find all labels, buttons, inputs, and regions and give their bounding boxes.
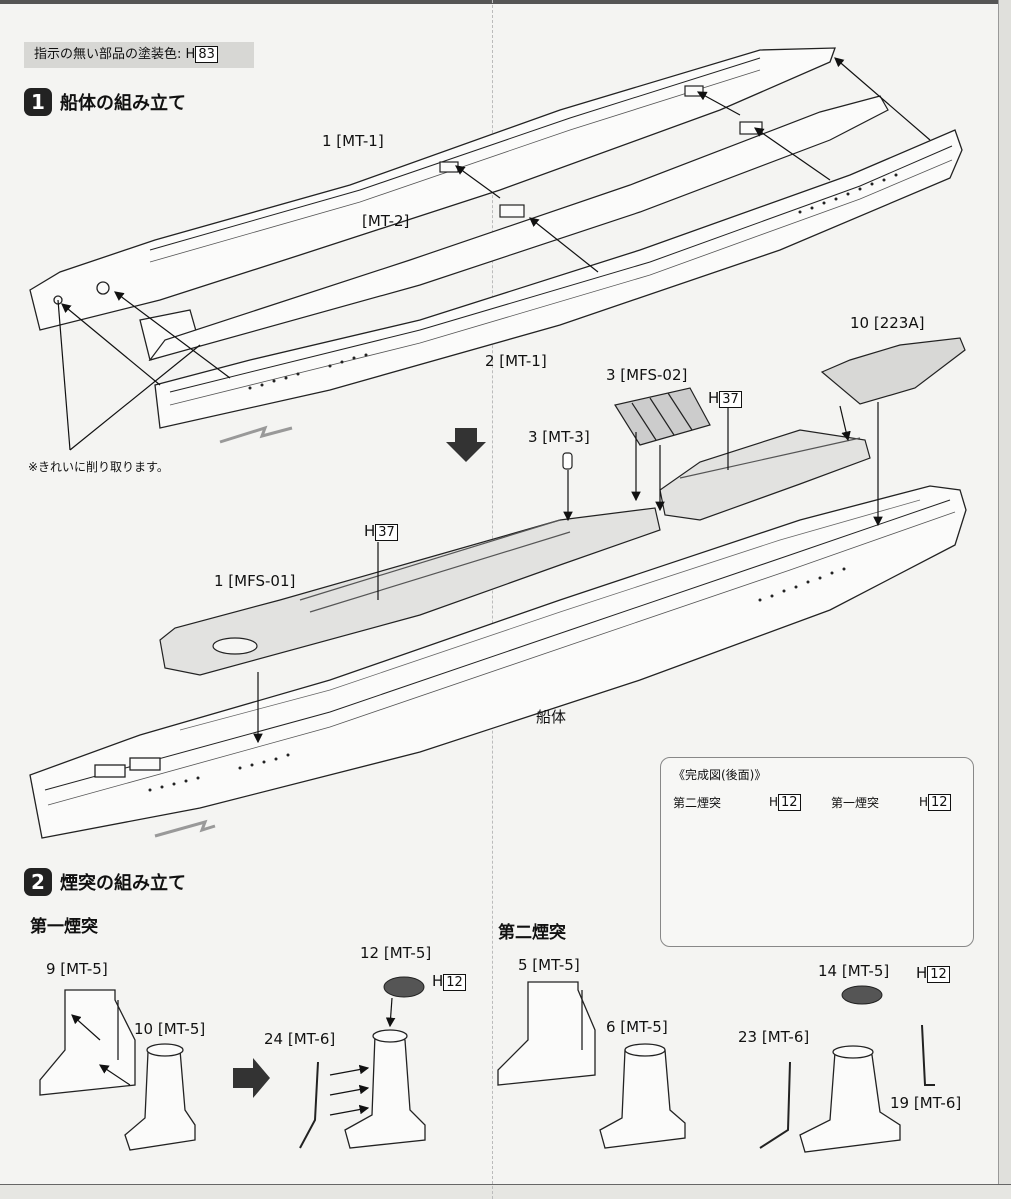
step2-arrows [71, 997, 396, 1116]
label-part-14-mt-5: 14 [MT-5] [818, 962, 890, 980]
second-funnel-part-6 [599, 1043, 686, 1149]
label-part-9-mt-5: 9 [MT-5] [46, 960, 108, 978]
color-prefix: H [916, 964, 928, 982]
label-part-12-mt-5: 12 [MT-5] [360, 944, 432, 962]
proceed-right-arrow [233, 1058, 270, 1098]
step-2-title: 煙突の組み立て [60, 873, 186, 894]
label-part-3-mt-3: 3 [MT-3] [528, 428, 590, 446]
second-funnel-part-5 [497, 981, 596, 1086]
first-funnel-part-10 [124, 1043, 196, 1151]
second-funnel-assembled [799, 1045, 901, 1153]
label-second-funnel: 第二煙突 [498, 923, 566, 943]
inner-frame-mt-2 [148, 85, 889, 362]
hull-portholes-upper [248, 173, 898, 390]
paint-note-prefix: H [185, 47, 196, 62]
slide-hint-arrow-1 [219, 425, 293, 444]
label-part-mt-2: [MT-2] [362, 212, 410, 230]
label-part-23-mt-6: 23 [MT-6] [738, 1028, 810, 1046]
paint-note-text: 指示の無い部品の塗装色: [34, 47, 182, 62]
color-prefix: H [432, 972, 444, 990]
step-2-number: 2 [24, 868, 52, 896]
color-code-h12-inset-left: 12 [778, 794, 801, 811]
color-prefix: H [364, 522, 376, 540]
page-top-border [0, 0, 1011, 4]
color-prefix: H [919, 795, 929, 809]
page-bottom-border [0, 1184, 1011, 1199]
part-24-mt-6-pipe [299, 1061, 319, 1149]
inset-label-second-funnel: 第二煙突 [673, 796, 722, 810]
slide-hint-arrow-2 [154, 819, 216, 838]
part-10-223a-deck [820, 337, 966, 405]
assembled-hull-portholes [148, 567, 846, 792]
trim-note: ※きれいに削り取ります。 [28, 460, 169, 474]
label-part-10-223a: 10 [223A] [850, 314, 925, 332]
label-part-10-mt-5: 10 [MT-5] [134, 1020, 206, 1038]
paint-note-code: 83 [195, 46, 218, 63]
part-3-mfs-02-plate [614, 387, 711, 446]
label-part-2-mt-1: 2 [MT-1] [485, 352, 547, 370]
step-1-heading: 1 船体の組み立て [24, 88, 186, 116]
color-code-h12-inset-right: 12 [928, 794, 951, 811]
label-part-6-mt-5: 6 [MT-5] [606, 1018, 668, 1036]
label-part-19-mt-6: 19 [MT-6] [890, 1094, 962, 1112]
first-funnel-assembled [344, 1029, 426, 1149]
color-code-h12-first: 12 [443, 974, 466, 991]
assembled-hull [29, 485, 967, 839]
inset-label-first-funnel: 第一煙突 [831, 796, 880, 810]
part-3-mt-3-mast [562, 452, 573, 470]
color-code-h12-second: 12 [927, 966, 950, 983]
part-12-mt-5-cap [383, 976, 425, 998]
label-part-5-mt-5: 5 [MT-5] [518, 956, 580, 974]
label-first-funnel: 第一煙突 [30, 917, 98, 937]
part-23-mt-6-pipe [759, 1061, 791, 1149]
color-code-h37-aft: 37 [719, 391, 742, 408]
inset-title: 《完成図(後面)》 [673, 768, 767, 782]
color-prefix: H [769, 795, 779, 809]
label-part-24-mt-6: 24 [MT-6] [264, 1030, 336, 1048]
step-2-heading: 2 煙突の組み立て [24, 868, 186, 896]
label-part-1-mt-1: 1 [MT-1] [322, 132, 384, 150]
deck-part-mfs-02-aft [659, 429, 871, 521]
step-1-title: 船体の組み立て [60, 93, 186, 114]
proceed-down-arrow [446, 428, 486, 462]
page-right-border [998, 0, 1011, 1199]
step1-assembly-arrows [57, 57, 931, 451]
step1-lower-arrows [253, 402, 883, 744]
part-14-mt-5-cap [841, 985, 883, 1005]
label-part-1-mfs-01: 1 [MFS-01] [214, 572, 296, 590]
hull-half-left-part-1 [29, 47, 836, 331]
color-code-h37-fore: 37 [375, 524, 398, 541]
label-part-3-mfs-02: 3 [MFS-02] [606, 366, 688, 384]
part-19-mt-6-pipe [921, 1024, 935, 1086]
step-1-number: 1 [24, 88, 52, 116]
first-funnel-part-9 [39, 989, 136, 1096]
color-prefix: H [708, 389, 720, 407]
center-fold-line [492, 0, 493, 1199]
deck-part-mfs-01 [159, 507, 661, 676]
label-hull: 船体 [536, 708, 567, 726]
